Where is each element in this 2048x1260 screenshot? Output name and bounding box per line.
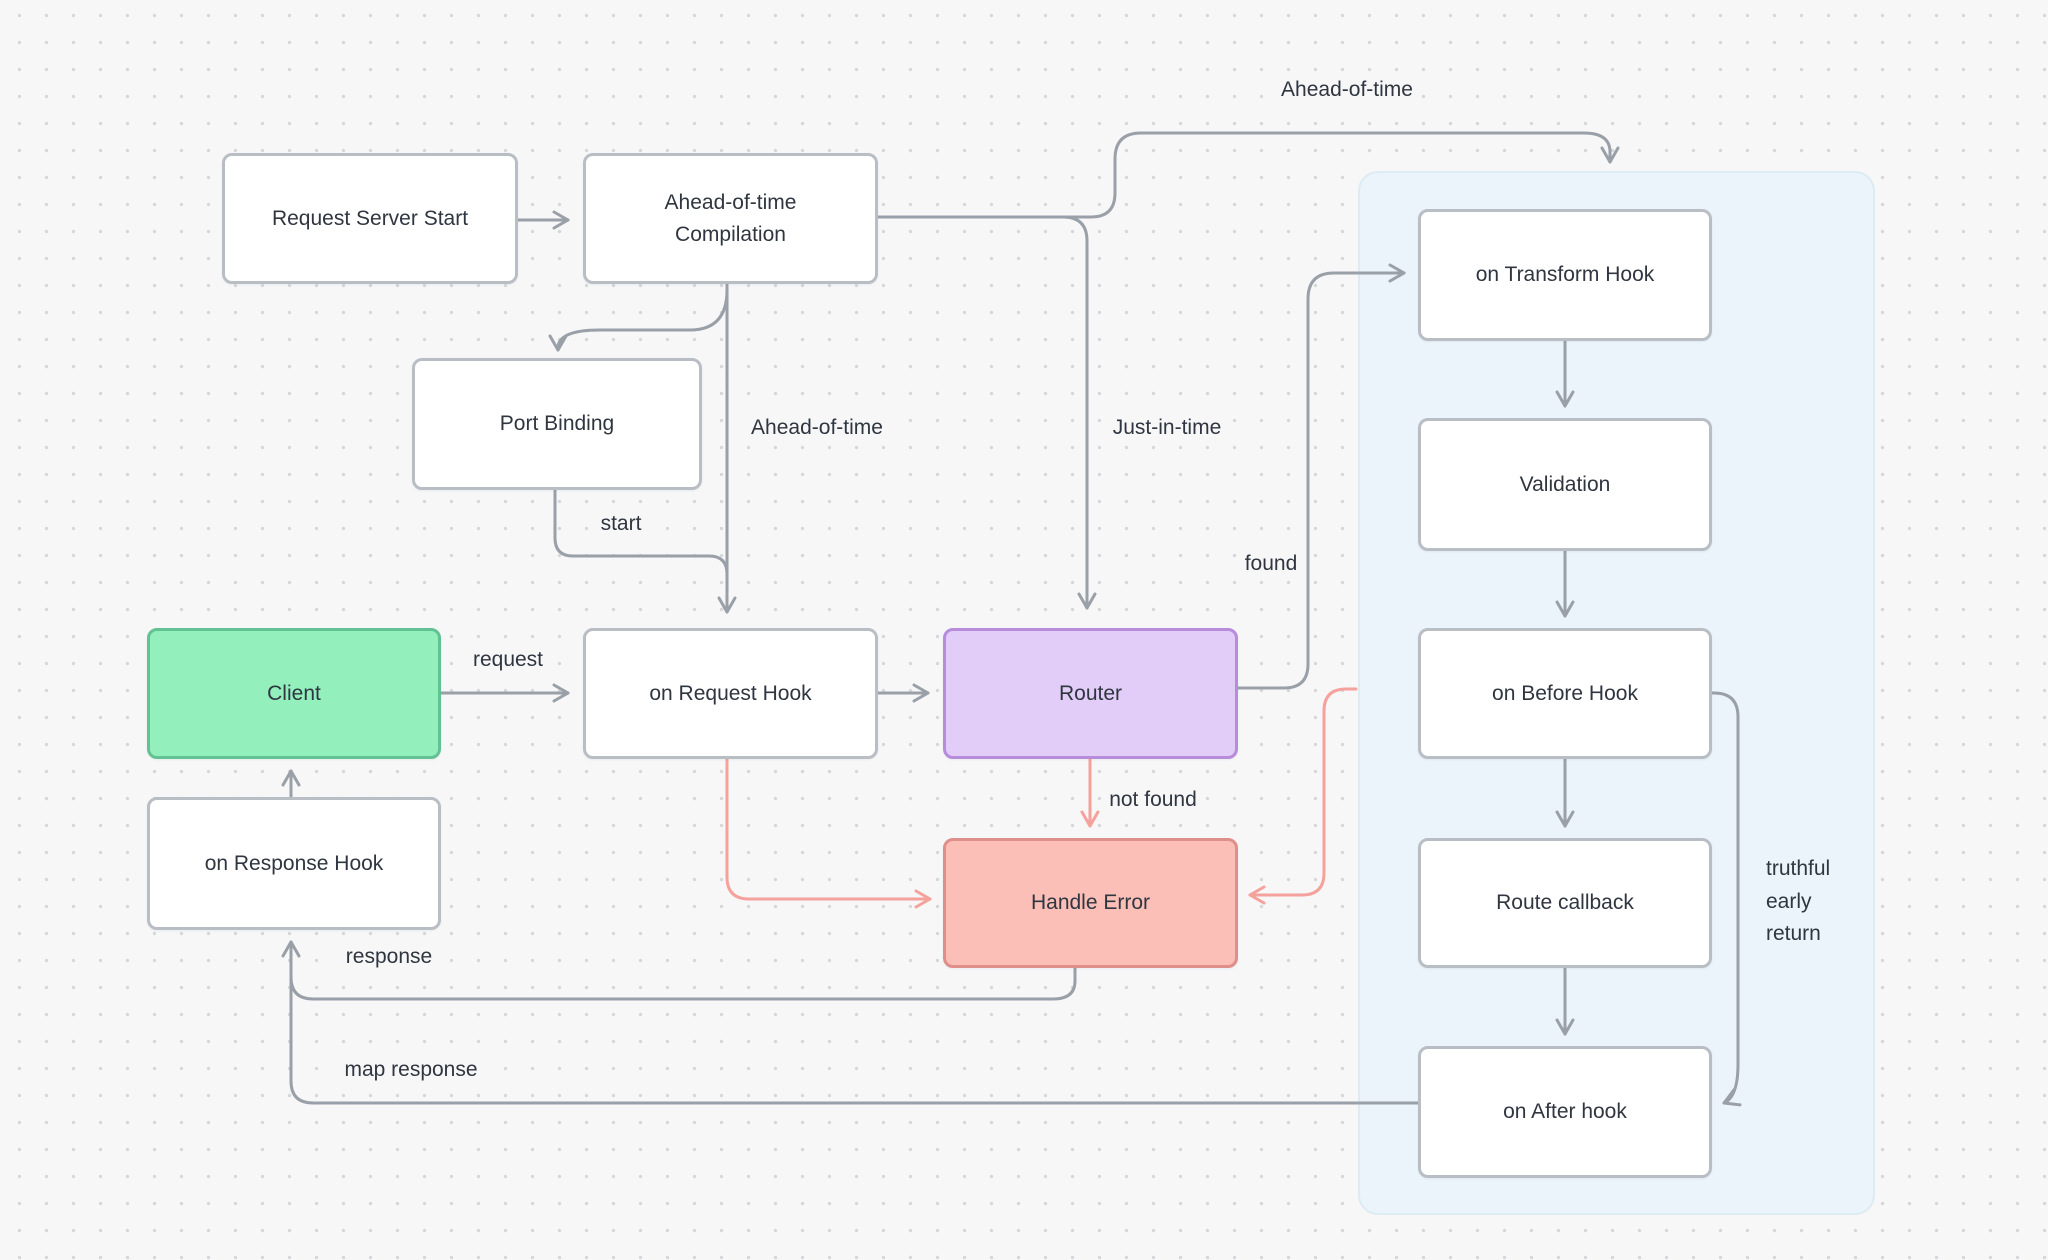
edge-label-just-in-time: Just-in-time <box>1104 415 1230 441</box>
node-on-before-hook: on Before Hook <box>1418 628 1712 759</box>
node-label: Handle Error <box>1030 891 1151 915</box>
node-label: Ahead-of-time Compilation <box>664 191 797 246</box>
node-label: on Request Hook <box>649 681 812 705</box>
edge-panel-to-handle-error <box>1248 687 1358 905</box>
edge-aot-to-port-binding <box>548 288 729 352</box>
node-router: Router <box>943 628 1238 759</box>
node-label: on After hook <box>1503 1100 1627 1124</box>
edge-label-map-response: map response <box>336 1057 486 1083</box>
node-label: Validation <box>1519 472 1611 496</box>
node-handle-error: Handle Error <box>943 838 1238 968</box>
edge-label-ahead-of-time-top: Ahead-of-time <box>1273 77 1421 103</box>
node-label: Route callback <box>1496 891 1634 915</box>
node-on-after-hook: on After hook <box>1418 1046 1712 1178</box>
node-on-transform-hook: on Transform Hook <box>1418 209 1712 341</box>
node-label: Router <box>1058 681 1123 705</box>
node-client: Client <box>147 628 441 759</box>
node-label: Client <box>267 681 321 705</box>
edge-label-truthful-early-return: truthful early return <box>1766 857 1831 946</box>
node-label: on Response Hook <box>204 851 384 875</box>
node-validation: Validation <box>1418 418 1712 551</box>
node-label: Request Server Start <box>271 206 469 230</box>
edge-label-found: found <box>1236 551 1306 577</box>
edge-port-binding-start <box>553 488 729 587</box>
node-port-binding: Port Binding <box>412 358 702 490</box>
node-on-response-hook: on Response Hook <box>147 797 441 930</box>
edge-on-request-hook-to-handle-error <box>725 757 932 909</box>
edge-label-ahead-of-time-mid: Ahead-of-time <box>743 415 891 441</box>
node-route-callback: Route callback <box>1418 838 1712 968</box>
edge-label-start: start <box>592 511 650 537</box>
node-aot-compilation: Ahead-of-time Compilation <box>583 153 878 284</box>
node-label: on Transform Hook <box>1475 263 1655 287</box>
node-label: on Before Hook <box>1492 681 1638 705</box>
node-on-request-hook: on Request Hook <box>583 628 878 759</box>
edge-label-request: request <box>464 647 552 673</box>
edge-label-not-found: not found <box>1101 787 1205 813</box>
edge-label-response: response <box>337 944 441 970</box>
node-label: Port Binding <box>499 412 615 436</box>
edge-aot-to-router-jit <box>876 215 1097 610</box>
node-request-server-start: Request Server Start <box>222 153 518 284</box>
